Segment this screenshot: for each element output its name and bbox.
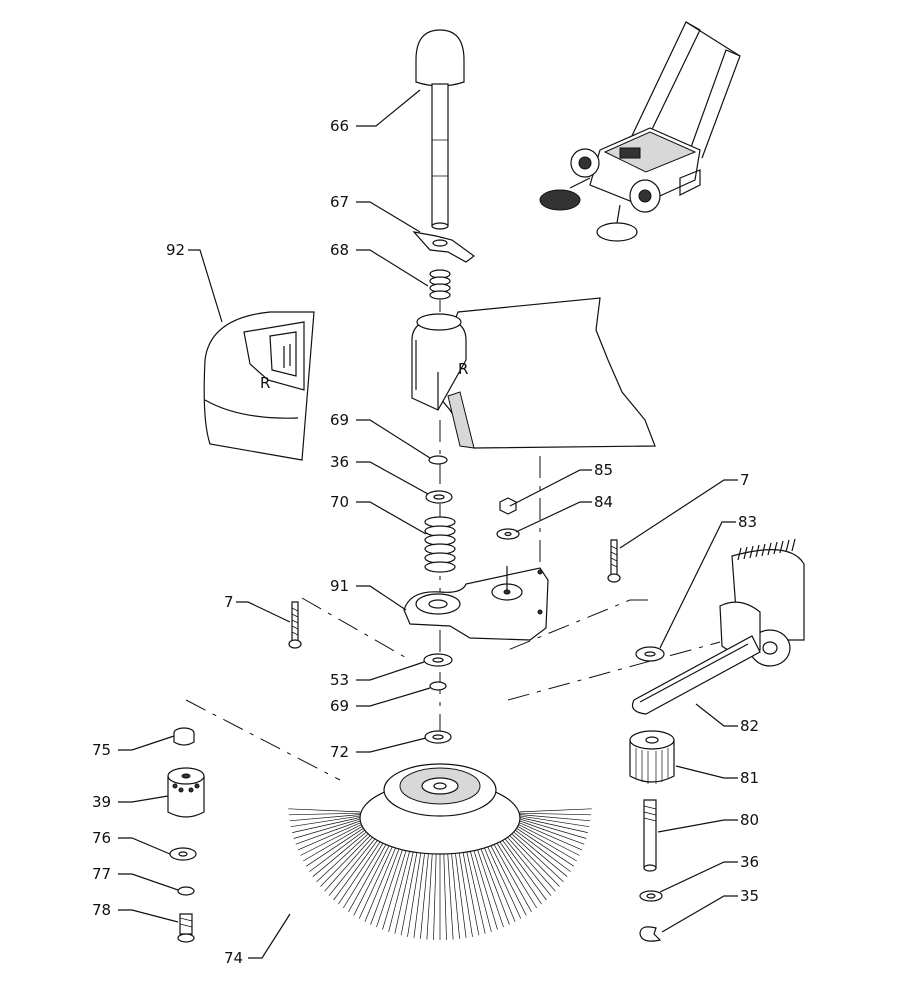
brush-bracket [403,566,549,641]
compression-spring [424,516,456,573]
callout-66: 66 [330,117,349,135]
callout-36-lower: 36 [740,853,759,871]
leader-lines [118,89,738,959]
gear-pulley-icon [631,538,805,715]
callout-53: 53 [330,671,349,689]
side-cover [203,311,315,461]
shaft-washer [639,890,663,902]
callout-7-right: 7 [740,471,750,489]
side-arm-housing [411,297,656,449]
pinion-gear [629,730,675,784]
callout-7-left: 7 [224,593,234,611]
brush-washer [424,730,452,744]
callout-70: 70 [330,493,349,511]
callout-69-lower: 69 [330,697,349,715]
small-spring [429,269,451,300]
screw-left [288,601,302,649]
callout-77: 77 [92,865,111,883]
callout-82: 82 [740,717,759,735]
side-mark-arm: R [458,360,468,378]
callout-83: 83 [738,513,757,531]
callout-78: 78 [92,901,111,919]
callout-69-upper: 69 [330,411,349,429]
washer [425,490,453,504]
callout-72: 72 [330,743,349,761]
small-washer [496,528,520,540]
clip-lower [429,681,447,691]
callout-35: 35 [740,887,759,905]
drive-shaft [643,799,657,872]
brush-icon [288,763,592,940]
callout-81: 81 [740,769,759,787]
callout-67: 67 [330,193,349,211]
callout-75: 75 [92,741,111,759]
screw-right [607,539,621,583]
retaining-clip [428,455,448,465]
callout-76: 76 [92,829,111,847]
callout-91: 91 [330,577,349,595]
e-clip [639,926,662,942]
sweeper-overview-icon [539,21,741,242]
callout-84: 84 [594,493,613,511]
callout-85: 85 [594,461,613,479]
side-mark-cover: R [260,374,270,392]
washer-lower [423,653,453,667]
callout-80: 80 [740,811,759,829]
latch-plate [412,231,476,263]
callout-68: 68 [330,241,349,259]
callout-36-upper: 36 [330,453,349,471]
callout-92: 92 [166,241,185,259]
caster-stack [167,727,205,943]
callout-74: 74 [224,949,243,967]
hex-nut [499,497,517,515]
knob-rod-icon [415,29,465,230]
callout-39: 39 [92,793,111,811]
